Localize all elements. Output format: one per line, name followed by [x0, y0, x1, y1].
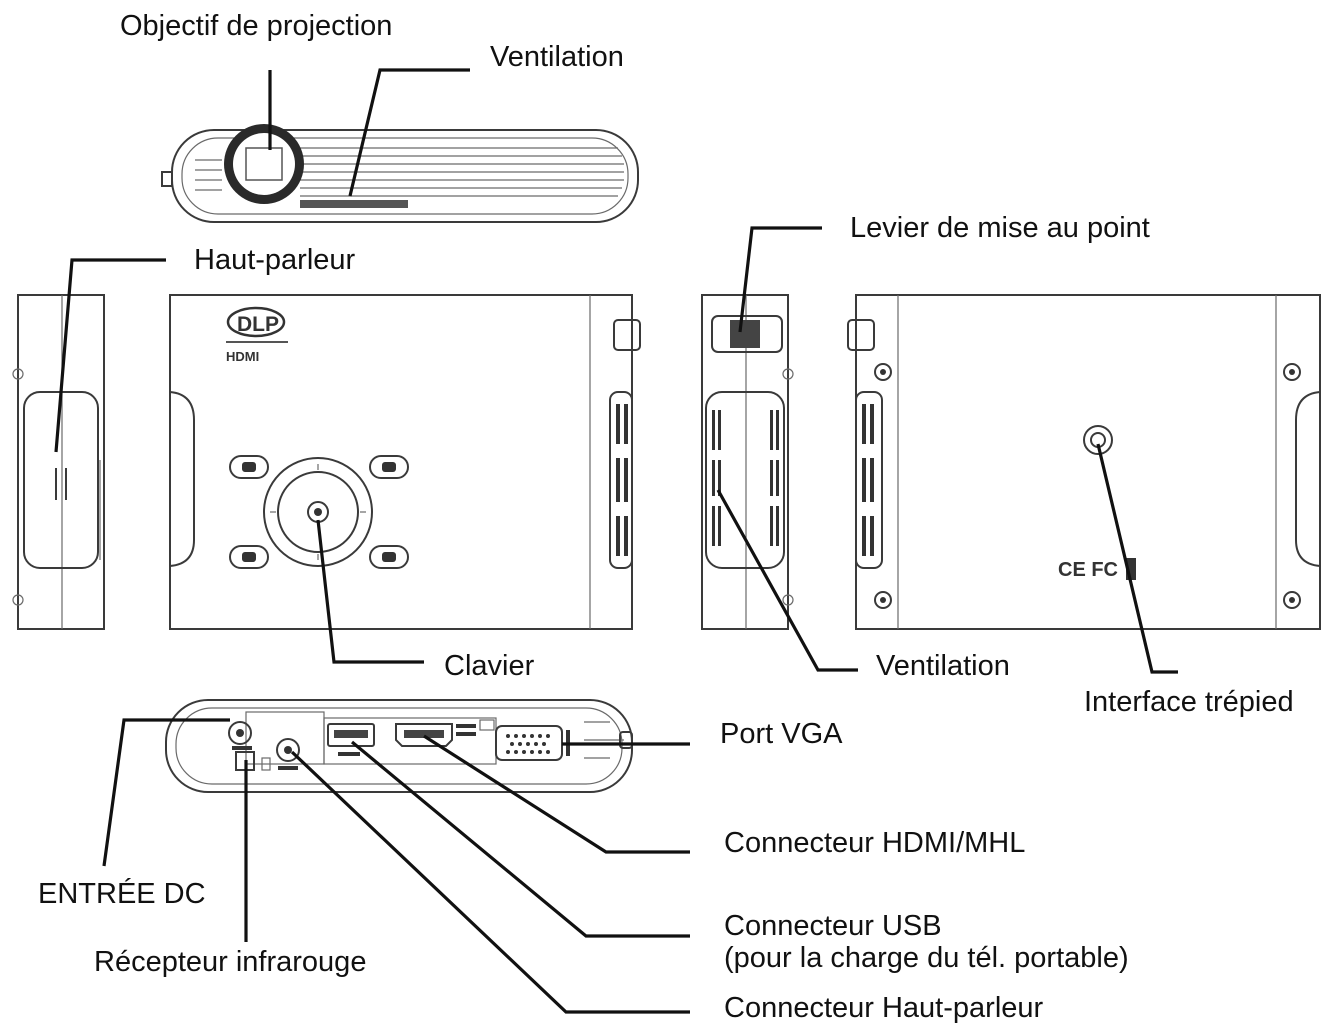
keypad-button-top-right [369, 455, 409, 479]
leader-ventilation-side [716, 489, 858, 672]
top-vent-strip [300, 200, 408, 208]
label-haut-parleur: Haut-parleur [194, 244, 356, 276]
front-vent-slots [609, 391, 633, 569]
right-side-view [701, 294, 794, 630]
leader-trepied [1096, 443, 1178, 674]
label-clavier: Clavier [444, 650, 535, 682]
label-levier-mise-au-point: Levier de mise au point [850, 212, 1150, 244]
focus-lever [711, 315, 783, 353]
label-connecteur-haut-parleur: Connecteur Haut-parleur [724, 992, 1044, 1024]
back-view: CE FC [847, 294, 1321, 630]
hdmi-logo-text: HDMI [226, 349, 259, 364]
top-grille-lines [195, 147, 624, 197]
top-view [161, 124, 639, 223]
dlp-text: DLP [237, 313, 279, 336]
dc-input-port [228, 721, 252, 750]
left-side-view [12, 294, 105, 630]
label-recepteur-infrarouge: Récepteur infrarouge [94, 946, 367, 978]
speaker-jack [276, 738, 300, 770]
label-objectif-de-projection: Objectif de projection [120, 10, 393, 42]
speaker-grille [23, 391, 99, 569]
hdmi-port [395, 719, 495, 747]
screw-holes [874, 363, 1301, 609]
leader-haut-parleur [54, 258, 166, 453]
vga-port [495, 725, 570, 761]
leader-entree-dc [102, 718, 230, 867]
label-connecteur-usb-line1: Connecteur USB [724, 910, 942, 942]
rear-connector-view [165, 699, 633, 793]
leader-levier [738, 226, 822, 333]
front-view: DLP HDMI [169, 294, 641, 630]
keypad-button-top-left [229, 455, 269, 479]
label-entree-dc: ENTRÉE DC [38, 878, 206, 910]
label-connecteur-usb: Connecteur USB (pour la charge du tél. p… [724, 910, 1129, 974]
tripod-mount [1083, 425, 1113, 455]
label-ventilation-side: Ventilation [876, 650, 1010, 682]
leader-hdmi [423, 734, 690, 854]
dlp-logo: DLP HDMI [226, 306, 288, 364]
side-vent-panel [705, 391, 785, 569]
leader-usb [350, 740, 690, 938]
label-connecteur-usb-line2: (pour la charge du tél. portable) [724, 942, 1129, 974]
label-port-vga: Port VGA [720, 718, 843, 750]
label-interface-trepied: Interface trépied [1084, 686, 1294, 718]
usb-port [327, 723, 375, 756]
label-connecteur-hdmi-mhl: Connecteur HDMI/MHL [724, 827, 1026, 859]
certification-marks: CE FC [1058, 559, 1118, 581]
back-vent-slots [855, 391, 883, 569]
label-ventilation-top: Ventilation [490, 41, 624, 73]
leader-ventilation-top [348, 68, 470, 197]
leader-haut-parleur-conn [290, 750, 690, 1014]
leader-clavier [316, 519, 424, 664]
leader-lines [54, 68, 1178, 1014]
keypad-button-bottom-right [369, 545, 409, 569]
keypad-button-bottom-left [229, 545, 269, 569]
keypad [229, 455, 409, 569]
